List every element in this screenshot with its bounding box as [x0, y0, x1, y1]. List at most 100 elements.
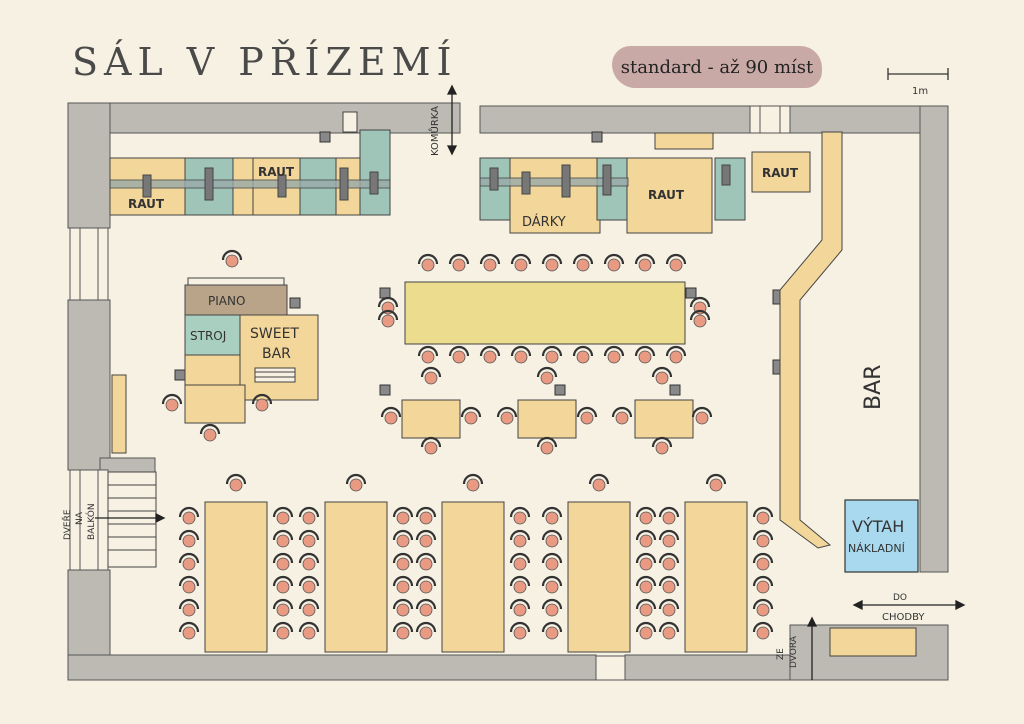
chair-77 [513, 626, 527, 640]
chair-back [392, 529, 414, 541]
chair-4 [514, 258, 528, 272]
chair-22 [693, 314, 707, 328]
chair-back [298, 598, 320, 610]
chair-back [509, 506, 531, 518]
chair-12 [483, 350, 497, 364]
arrows [95, 84, 966, 680]
bar-counter [779, 131, 843, 549]
chair-1 [421, 258, 435, 272]
chair-back [415, 552, 437, 564]
chair-back [225, 473, 247, 485]
wall-right [919, 105, 949, 573]
chair-back [705, 473, 727, 485]
chair-23 [424, 371, 438, 385]
chair-91 [709, 478, 723, 492]
chair-back [658, 621, 680, 633]
chair-33 [695, 411, 709, 425]
chair-74 [419, 603, 433, 617]
chair-20 [381, 314, 395, 328]
chair-back [178, 575, 200, 587]
label-komurka: KOMŮRKA [428, 106, 441, 156]
chair-back [479, 345, 501, 357]
chair-53 [302, 511, 316, 525]
chair-back [689, 309, 711, 321]
chair-back [536, 366, 558, 378]
scale-bar [887, 68, 949, 80]
chair-24 [384, 411, 398, 425]
label-raut-left-1: RAUT [128, 197, 165, 211]
chair-79 [545, 511, 559, 525]
chair-47 [276, 580, 290, 594]
chair-87 [545, 603, 559, 617]
chair-7 [607, 258, 621, 272]
label-chodby: CHODBY [882, 612, 925, 623]
chair-back [576, 406, 598, 418]
chair-back [298, 552, 320, 564]
chair-back [415, 598, 437, 610]
chair-102 [662, 626, 676, 640]
chair-back [536, 436, 558, 448]
label-vytah: VÝTAH [852, 517, 904, 536]
label-raut-right-1: RAUT [648, 188, 685, 202]
chair-37 [255, 398, 269, 412]
chair-6 [576, 258, 590, 272]
chair-97 [756, 557, 770, 571]
chair-44 [182, 557, 196, 571]
tables [111, 281, 917, 657]
label-nakladni: NÁKLADNÍ [848, 542, 905, 555]
chair-92 [662, 511, 676, 525]
chair-back [752, 621, 774, 633]
capacity-badge: standard - až 90 míst [612, 46, 822, 88]
chair-34 [655, 441, 669, 455]
chair-back [603, 253, 625, 265]
chair-back [178, 506, 200, 518]
chair-back [380, 406, 402, 418]
windows [69, 105, 791, 681]
chair-back [298, 575, 320, 587]
chair-back [572, 253, 594, 265]
chair-25 [464, 411, 478, 425]
chair-80 [639, 511, 653, 525]
chair-back [415, 575, 437, 587]
long-table-4 [567, 501, 631, 653]
chair-back [509, 552, 531, 564]
chair-60 [396, 580, 410, 594]
bench-lower-right [829, 627, 917, 657]
long-table-5 [684, 501, 748, 653]
chair-back [178, 529, 200, 541]
chair-back [635, 552, 657, 564]
chair-89 [545, 626, 559, 640]
chair-3 [483, 258, 497, 272]
chair-back [448, 253, 470, 265]
chair-56 [396, 534, 410, 548]
chair-back [510, 253, 532, 265]
table-round-3 [634, 399, 694, 439]
chair-69 [513, 534, 527, 548]
chair-back [635, 598, 657, 610]
chair-38 [203, 428, 217, 442]
chair-back [392, 506, 414, 518]
chair-39 [229, 478, 243, 492]
chair-back [509, 598, 531, 610]
chair-back [658, 598, 680, 610]
chair-back [689, 296, 711, 308]
chair-back [460, 406, 482, 418]
chair-back [509, 575, 531, 587]
chair-back [752, 575, 774, 587]
chair-40 [182, 511, 196, 525]
chair-back [509, 621, 531, 633]
chair-back [541, 575, 563, 587]
chair-back [635, 621, 657, 633]
chair-55 [302, 534, 316, 548]
chair-back [272, 575, 294, 587]
label-do: DO [893, 593, 907, 603]
chair-back [272, 529, 294, 541]
label-sweet: SWEET [250, 326, 299, 342]
chair-41 [276, 511, 290, 525]
chair-16 [607, 350, 621, 364]
chair-back [272, 552, 294, 564]
chair-back [541, 552, 563, 564]
chair-back [541, 621, 563, 633]
chair-17 [638, 350, 652, 364]
chair-72 [419, 580, 433, 594]
